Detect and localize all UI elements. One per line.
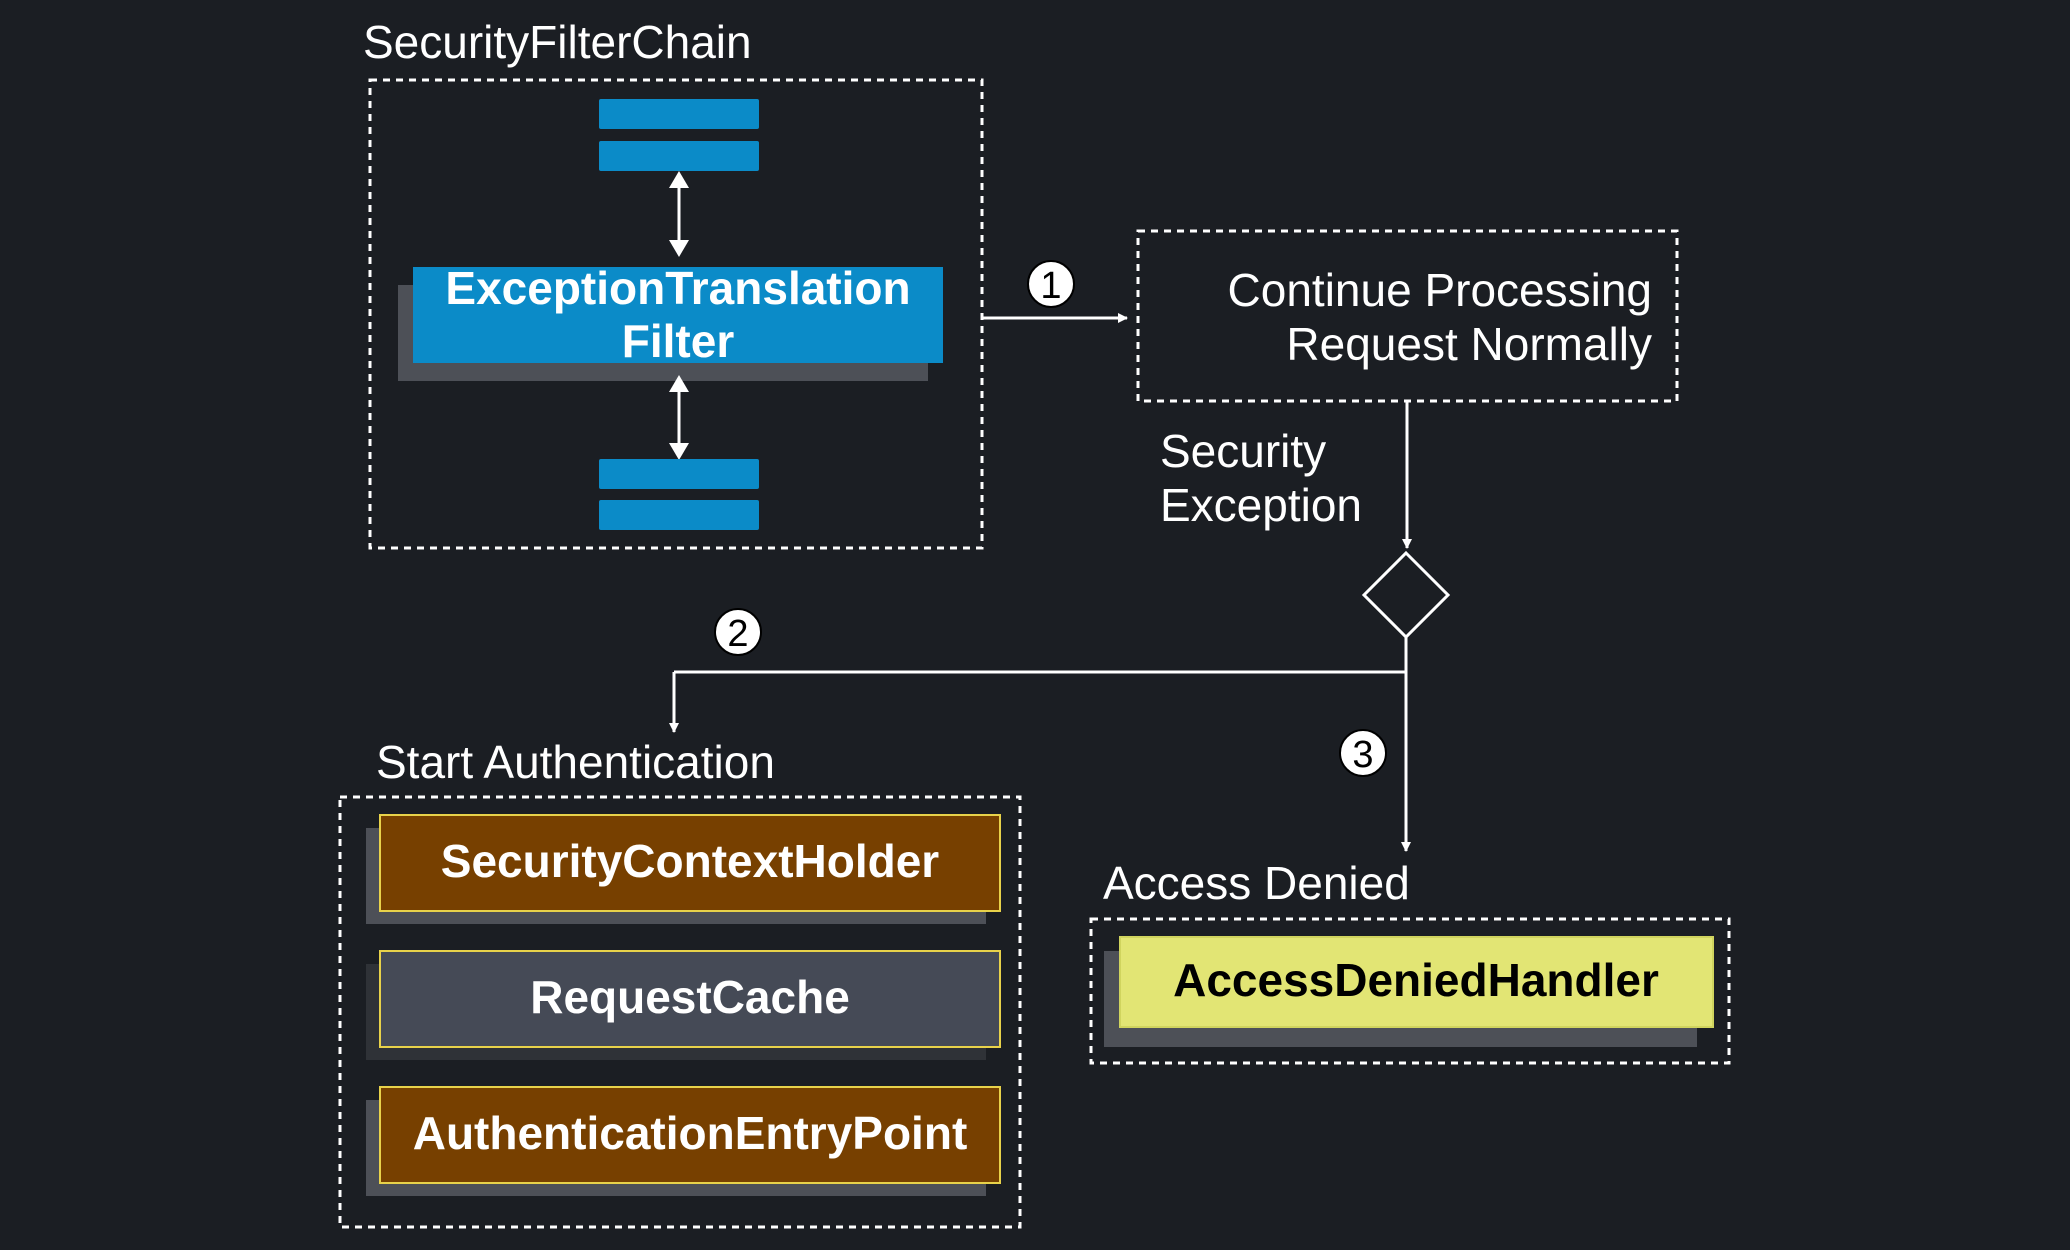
continue-processing-line2: Request Normally — [1286, 318, 1652, 370]
step-1-badge — [1027, 260, 1075, 308]
access-denied-handler-label: AccessDeniedHandler — [1173, 954, 1659, 1006]
authentication-entry-point — [379, 1086, 1001, 1184]
step-3-badge — [1339, 729, 1387, 777]
exception-translation-filter — [413, 267, 943, 363]
security-context-holder — [379, 814, 1001, 912]
step-2-number: 2 — [727, 613, 748, 655]
chain-arrow-upper-head-up — [669, 171, 689, 188]
start-authentication-title: Start Authentication — [376, 736, 775, 788]
decision-diamond — [1361, 550, 1451, 640]
security-context-holder-label: SecurityContextHolder — [441, 835, 940, 887]
security-filter-chain-title: SecurityFilterChain — [363, 16, 752, 68]
filter-bar-top-2 — [599, 141, 759, 171]
start-authentication-boundary — [338, 795, 1022, 1229]
request-cache-label: RequestCache — [530, 971, 850, 1023]
step-2-badge — [714, 608, 762, 656]
step-3-number: 3 — [1352, 734, 1373, 776]
step-1-number: 1 — [1040, 265, 1061, 307]
security-filter-chain-boundary — [368, 78, 984, 550]
exception-filter-label-line2: Filter — [622, 315, 735, 367]
exception-filter-label-line1: ExceptionTranslation — [445, 262, 910, 314]
continue-processing-box — [1136, 229, 1679, 403]
request-cache — [379, 950, 1001, 1048]
continue-processing-line1: Continue Processing — [1228, 264, 1652, 316]
filter-bar-bottom-2 — [599, 500, 759, 530]
access-denied-boundary — [1089, 917, 1731, 1065]
chain-arrow-upper-head-down — [669, 240, 689, 257]
security-exception-line1: Security — [1160, 425, 1326, 477]
access-denied-title: Access Denied — [1103, 857, 1410, 909]
filter-bar-top-1 — [599, 99, 759, 129]
access-denied-handler — [1119, 936, 1714, 1028]
authentication-entry-point-label: AuthenticationEntryPoint — [413, 1107, 968, 1159]
filter-bar-bottom-1 — [599, 459, 759, 489]
chain-arrow-lower-head-up — [669, 375, 689, 392]
security-exception-line2: Exception — [1160, 479, 1362, 531]
chain-arrow-lower-head-down — [669, 443, 689, 460]
